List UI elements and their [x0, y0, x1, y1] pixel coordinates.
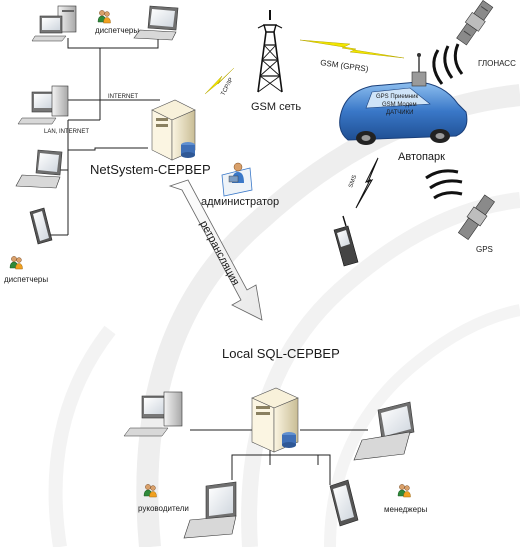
gps-satellite-icon — [457, 194, 495, 240]
label-netsystem-server: NetSystem-СЕРВЕР — [90, 162, 211, 177]
tablet-icon — [329, 479, 359, 527]
label-dispatchers-top: диспетчеры — [95, 26, 139, 35]
label-internet: INTERNET — [108, 94, 138, 100]
local-sql-server-icon — [251, 387, 299, 453]
desktop-computer-icon — [31, 5, 77, 42]
gps-signal-arcs — [425, 169, 463, 200]
glonass-satellite-icon — [456, 0, 494, 46]
gsm-tower-icon — [257, 10, 283, 93]
left-network-lines — [48, 38, 160, 236]
label-lan-internet: LAN, INTERNET — [44, 129, 89, 135]
netsystem-server-icon — [151, 99, 196, 161]
label-car-line3: ДАТЧИКИ — [386, 110, 413, 116]
administrator-icon — [221, 162, 253, 197]
label-gsm-gprs: GSM (GPRS) — [320, 58, 370, 74]
label-fleet: Автопарк — [398, 151, 445, 163]
label-managers: менеджеры — [384, 505, 428, 514]
label-glonass: ГЛОНАСС — [478, 59, 516, 68]
dispatchers-icon — [9, 256, 23, 270]
managers-icon — [397, 484, 411, 498]
lightning-tcpip-icon — [204, 67, 235, 95]
label-gsm-network: GSM сеть — [251, 101, 301, 113]
label-car-line1: GPS Приемник — [376, 94, 418, 100]
fleet-car-icon — [339, 53, 468, 145]
local-network-lines — [190, 429, 368, 485]
laptop-icon — [15, 149, 63, 189]
label-dispatchers-bottom: диспетчеры — [4, 275, 48, 284]
relay-arrow — [168, 179, 263, 321]
label-car-line2: GSM Модем — [382, 102, 417, 108]
label-gps: GPS — [476, 245, 493, 254]
label-local-sql-server: Local SQL-СЕРВЕР — [222, 346, 340, 361]
label-administrator: администратор — [201, 196, 279, 208]
label-heads: руководители — [138, 504, 189, 513]
label-tcp-ip: TCP/IP — [220, 77, 234, 97]
laptop-icon — [133, 5, 179, 41]
laptop-icon — [183, 481, 237, 539]
dispatchers-icon — [97, 10, 111, 24]
mobile-phone-icon — [333, 215, 359, 267]
laptop-icon — [353, 401, 415, 461]
glonass-signal-arcs — [432, 43, 464, 85]
label-sms: SMS — [348, 174, 358, 188]
desktop-computer-icon — [17, 85, 69, 125]
lightning-gsm-gprs-icon — [299, 39, 405, 59]
lightning-sms-icon — [355, 157, 379, 209]
tablet-icon — [29, 207, 53, 245]
desktop-computer-icon — [123, 391, 183, 437]
